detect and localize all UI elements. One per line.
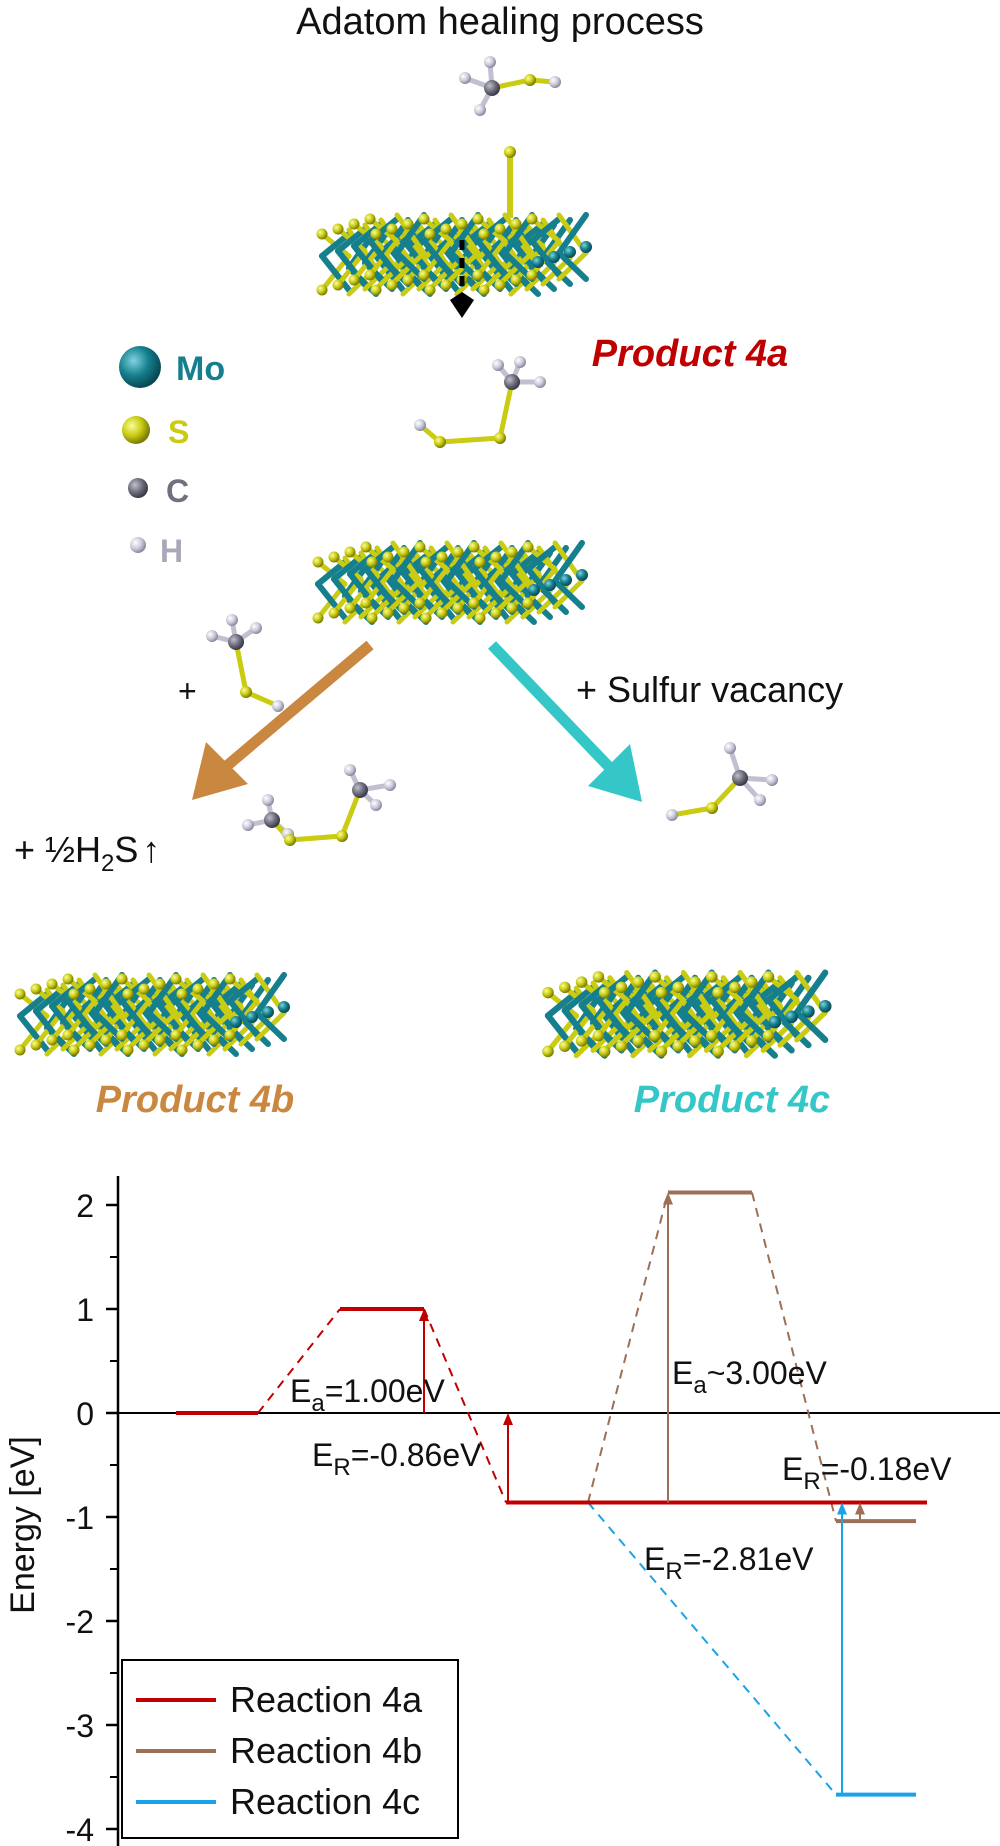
molecules <box>206 56 778 846</box>
energy-annotation: ER=-0.86eV <box>312 1437 482 1481</box>
arrow-to-4c <box>488 641 642 802</box>
legend-label-4a: Reaction 4a <box>230 1679 423 1720</box>
product-4a-label: Product 4a <box>592 333 788 375</box>
arrow-to-4b <box>192 640 374 800</box>
arrow-ea-4b-head <box>663 1192 673 1205</box>
mos2-slab-4c <box>542 969 832 1059</box>
c-atom-icon <box>128 478 148 498</box>
arrow-er-4b-head <box>855 1502 865 1515</box>
product-4b-label: Product 4b <box>96 1079 294 1121</box>
y-ticks: -4 -3 -2 -1 0 1 2 <box>66 1188 118 1846</box>
y-tick-label: 1 <box>76 1292 94 1328</box>
bonds <box>544 969 829 1059</box>
arrow-ea-4a-head <box>419 1309 429 1321</box>
product-4c-label: Product 4c <box>634 1079 830 1121</box>
connector-4b-up <box>587 1192 669 1503</box>
y-tick-label: 0 <box>76 1396 94 1432</box>
s-atom-icon <box>122 416 150 444</box>
energy-levels <box>176 1190 927 1797</box>
bonds <box>17 972 287 1057</box>
atom-label-s: S <box>168 414 189 450</box>
chart-legend: Reaction 4a Reaction 4b Reaction 4c <box>121 1659 459 1839</box>
legend-label-4c: Reaction 4c <box>230 1781 420 1822</box>
bonds <box>315 540 585 625</box>
atom-label-c: C <box>166 473 189 509</box>
arrow-er-4c-head <box>837 1502 847 1515</box>
plus-sign: + <box>178 673 197 709</box>
energy-annotations: Ea=1.00eV ER=-0.86eV Ea~3.00eV ER=-0.18eV ER… <box>290 1355 952 1585</box>
energy-arrows <box>419 1192 865 1795</box>
figure-title: Adatom healing process <box>296 1 704 43</box>
atom-label-mo: Mo <box>176 350 225 388</box>
y-tick-label: -4 <box>66 1812 94 1846</box>
energy-annotation: Ea=1.00eV <box>290 1373 445 1417</box>
connector-4a-up <box>257 1308 341 1414</box>
mos2-slab-4b <box>14 972 290 1057</box>
bonds <box>319 212 589 297</box>
energy-annotation: ER=-2.81eV <box>644 1541 814 1585</box>
connector-4a-down <box>423 1308 507 1503</box>
connector-4b-down <box>751 1192 837 1522</box>
atom-label-h: H <box>160 533 183 569</box>
y-tick-label: -3 <box>66 1708 94 1744</box>
y-axis-label: Energy [eV] <box>4 1436 42 1614</box>
h-atom-icon <box>130 537 146 553</box>
mos2-slab-4a <box>316 146 592 297</box>
legend-label-4b: Reaction 4b <box>230 1730 422 1771</box>
energy-diagram: Energy [eV] -4 -3 -2 -1 0 1 2 Ea=1.00eV ER=-0.8… <box>4 1176 1000 1846</box>
atoms <box>312 541 588 624</box>
y-tick-label: 2 <box>76 1188 94 1224</box>
energy-annotation: ER=-0.18eV <box>782 1451 952 1495</box>
y-tick-label: -1 <box>66 1500 94 1536</box>
half-h2s-label: + ½H2S↑ <box>14 829 160 877</box>
atom-legend: Mo S C H <box>119 346 225 569</box>
y-tick-label: -2 <box>66 1604 94 1640</box>
energy-annotation: Ea~3.00eV <box>672 1355 827 1399</box>
atoms <box>316 213 592 296</box>
mo-atom-icon <box>119 346 161 388</box>
mos2-slab-reactant <box>312 540 588 625</box>
connector-lines <box>257 1192 837 1796</box>
bond-break-mark <box>450 240 474 318</box>
sulfur-vacancy-label: + Sulfur vacancy <box>576 669 843 710</box>
arrow-er-4a-head <box>503 1413 513 1425</box>
atoms <box>14 973 290 1056</box>
atoms <box>542 971 832 1058</box>
